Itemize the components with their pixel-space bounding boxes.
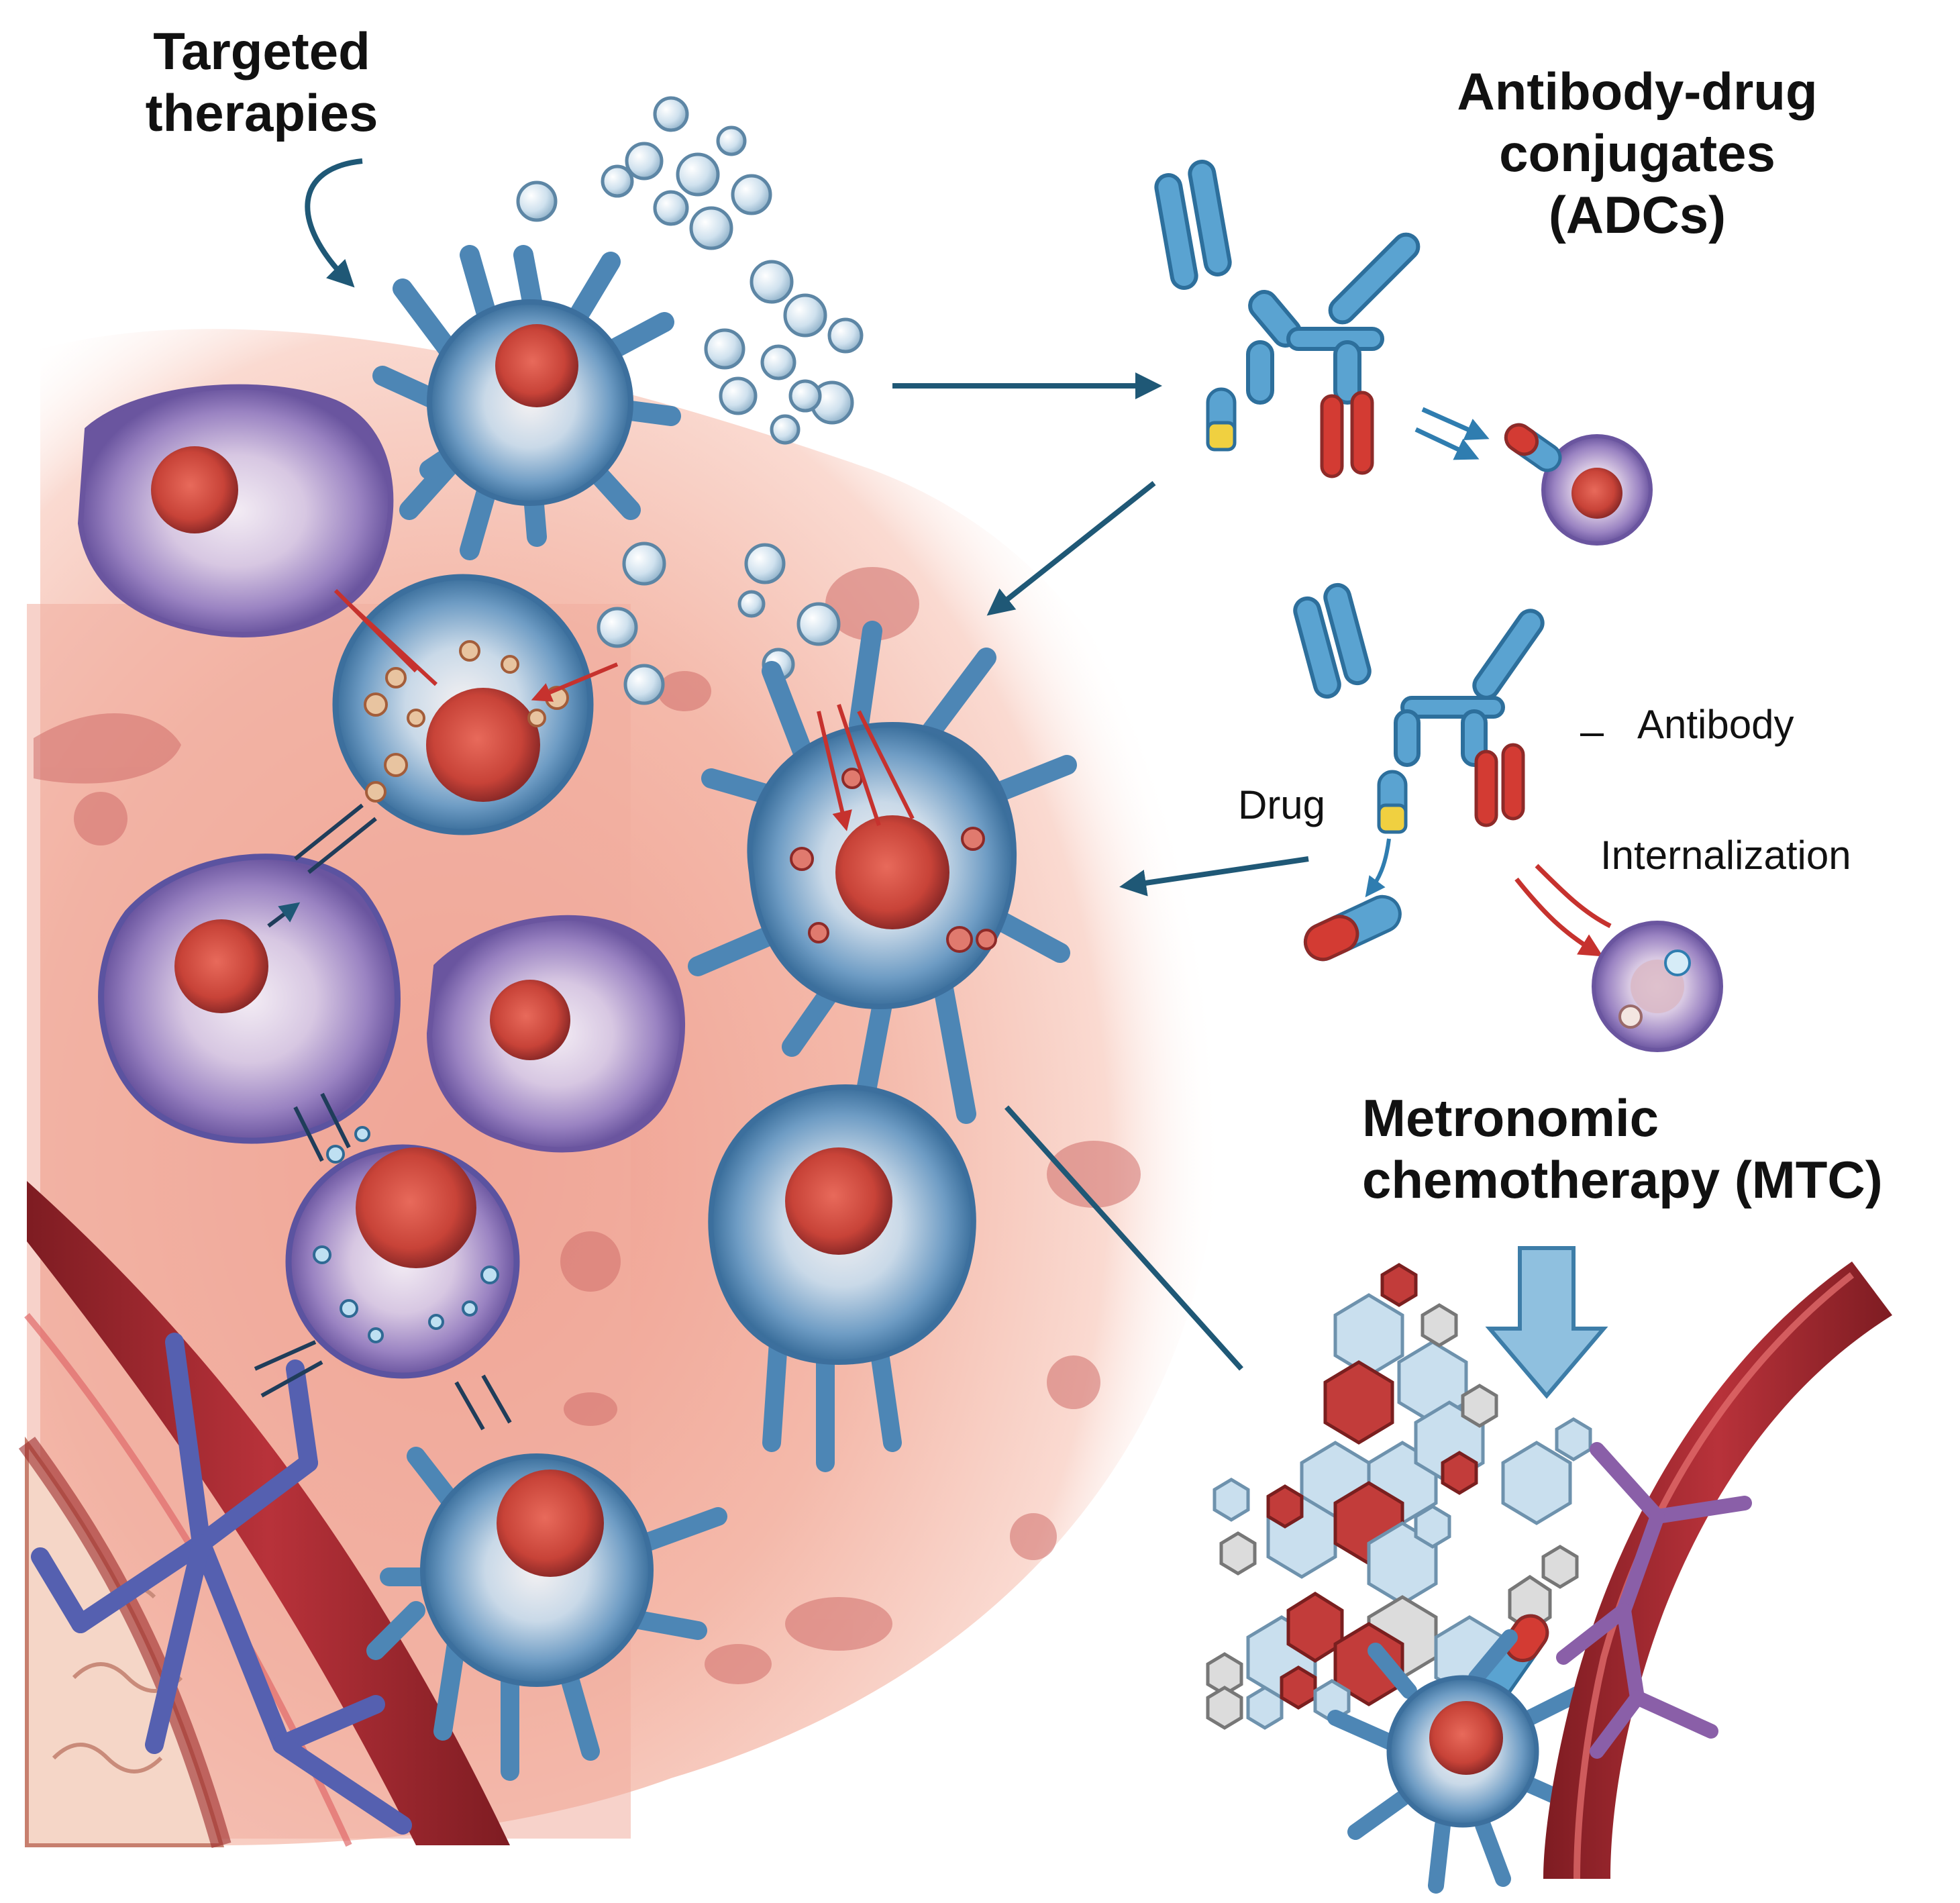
antibody-icon: [1154, 160, 1421, 452]
cell-icon: [708, 1084, 976, 1472]
dendritic-cell-icon: [31, 1333, 412, 1835]
cell-icon: [1592, 921, 1723, 1052]
targeted-therapies-title: Targeted therapies: [81, 20, 443, 144]
interaction-lines: [333, 588, 915, 831]
capsule-icon: [1320, 391, 1374, 478]
internalization-label: Internalization: [1600, 833, 1851, 878]
dendritic-cell-icon: [372, 245, 681, 560]
hexagon-icon: [1206, 1263, 1592, 1730]
antibody-label: Antibody: [1637, 702, 1794, 747]
drug-label: Drug: [1238, 782, 1326, 827]
cell-icon: [426, 915, 685, 1153]
capsule-icon: [1303, 894, 1402, 962]
flow-arrows: [305, 158, 1309, 1371]
cell-icon: [98, 854, 401, 1144]
adc-title: Antibody-drug conjugates (ADCs): [1402, 60, 1872, 246]
adc-title-line3: (ADCs): [1548, 185, 1726, 245]
targeted-title-line2: therapies: [145, 83, 378, 143]
cell-icon: [77, 384, 394, 637]
adc-title-line1: Antibody-drug: [1457, 62, 1818, 121]
particle-icon: [516, 96, 864, 705]
adc-delivery-arrows: [1414, 407, 1490, 460]
dendritic-cell-icon: [688, 621, 1077, 1124]
down-arrow-icon: [1485, 1246, 1608, 1399]
adc-title-line2: conjugates: [1499, 123, 1775, 183]
targeted-title-line1: Targeted: [153, 21, 370, 81]
dendritic-cell-icon: [366, 1447, 727, 1781]
pericyte: [1556, 1442, 1752, 1759]
connector-lines: [254, 803, 512, 1431]
antibody-icon: [1293, 582, 1545, 834]
capsule-icon: [1474, 743, 1525, 827]
cell-icon: [1504, 423, 1653, 546]
mtc-title-line2: chemotherapy (MTC): [1362, 1150, 1883, 1210]
cell-icon: [285, 1126, 520, 1379]
cell-icon: [332, 574, 594, 835]
drug-release-arrow: [1365, 838, 1391, 898]
mtc-title-line1: Metronomic: [1362, 1088, 1659, 1147]
internalization-arrows: [1514, 864, 1612, 957]
vessel-icon: [1543, 1262, 1892, 1880]
mtc-title: Metronomic chemotherapy (MTC): [1362, 1087, 1953, 1211]
